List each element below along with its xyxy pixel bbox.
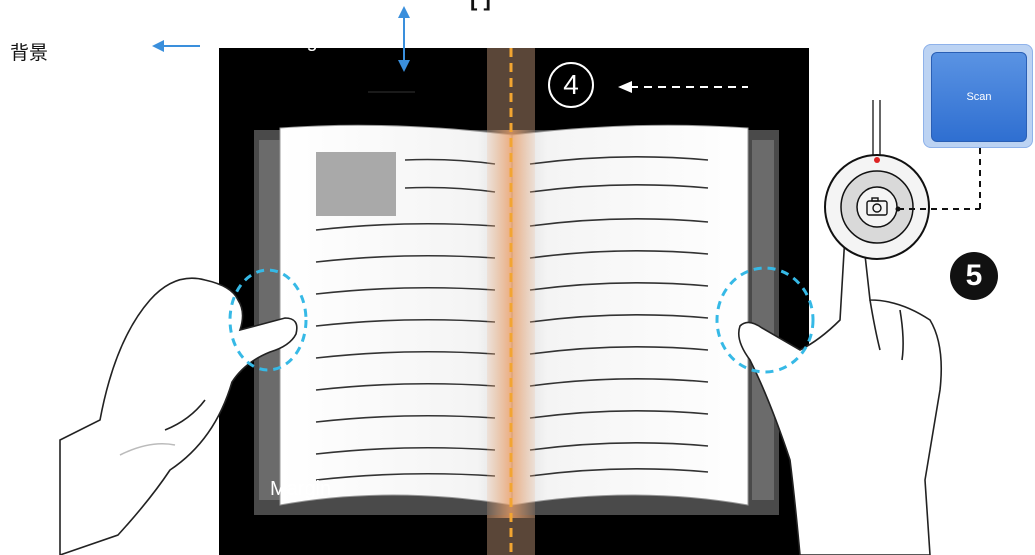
- background-arrow: [152, 40, 200, 52]
- scan-button[interactable]: Scan: [923, 44, 1033, 148]
- scan-pedal: [825, 100, 929, 259]
- step5-badge: 5: [950, 252, 998, 300]
- top-cut-text: [ ]: [470, 0, 491, 12]
- margin-label-top: Margin: [272, 30, 333, 53]
- margin-label-bottom: Margin: [270, 478, 331, 501]
- scan-button-label[interactable]: Scan: [931, 52, 1027, 142]
- step4-badge: 4: [548, 62, 594, 108]
